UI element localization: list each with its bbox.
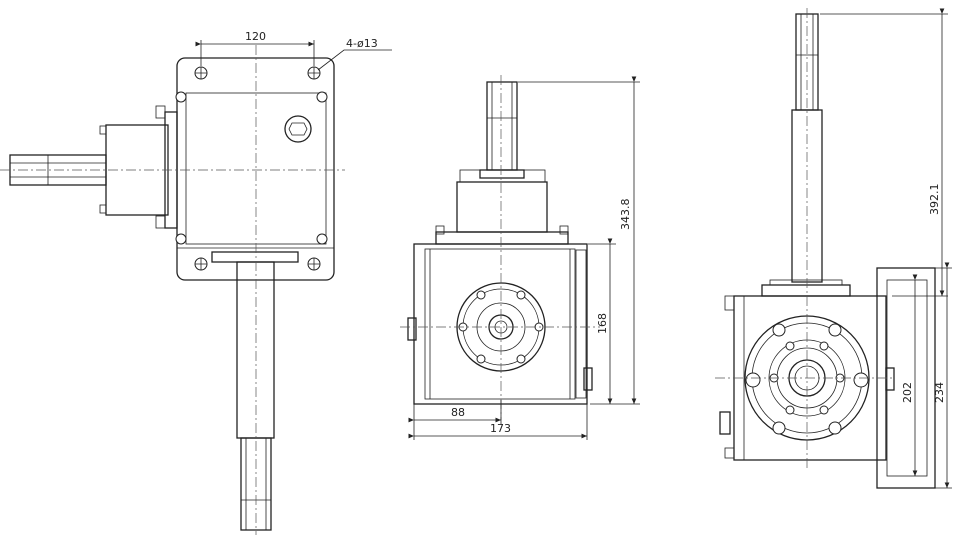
dim-front-width: 173 xyxy=(490,422,511,435)
top-view: 120 4-ø13 xyxy=(0,30,392,535)
front-view-adapter xyxy=(456,181,548,233)
top-view-output-flange xyxy=(211,251,299,263)
front-view-body xyxy=(413,243,588,405)
vent-plug xyxy=(284,115,312,143)
dim-hole-callout: 4-ø13 xyxy=(346,37,378,50)
front-view: 343.8 168 88 173 xyxy=(400,75,640,440)
top-view-output-shaft xyxy=(236,261,275,439)
dim-side-outer: 234 xyxy=(933,382,946,403)
side-view: 392.1 202 234 xyxy=(715,8,952,489)
top-view-bolts xyxy=(175,66,328,271)
dim-front-height: 343.8 xyxy=(619,199,632,231)
top-view-body xyxy=(176,57,335,281)
dim-front-offset: 88 xyxy=(451,406,465,419)
dim-side-height: 392.1 xyxy=(928,184,941,216)
dim-top-hole-spacing: 120 xyxy=(245,30,266,43)
front-view-input-shaft xyxy=(486,81,518,171)
dim-front-body-height: 168 xyxy=(596,313,609,334)
dim-side-inner: 202 xyxy=(901,382,914,403)
